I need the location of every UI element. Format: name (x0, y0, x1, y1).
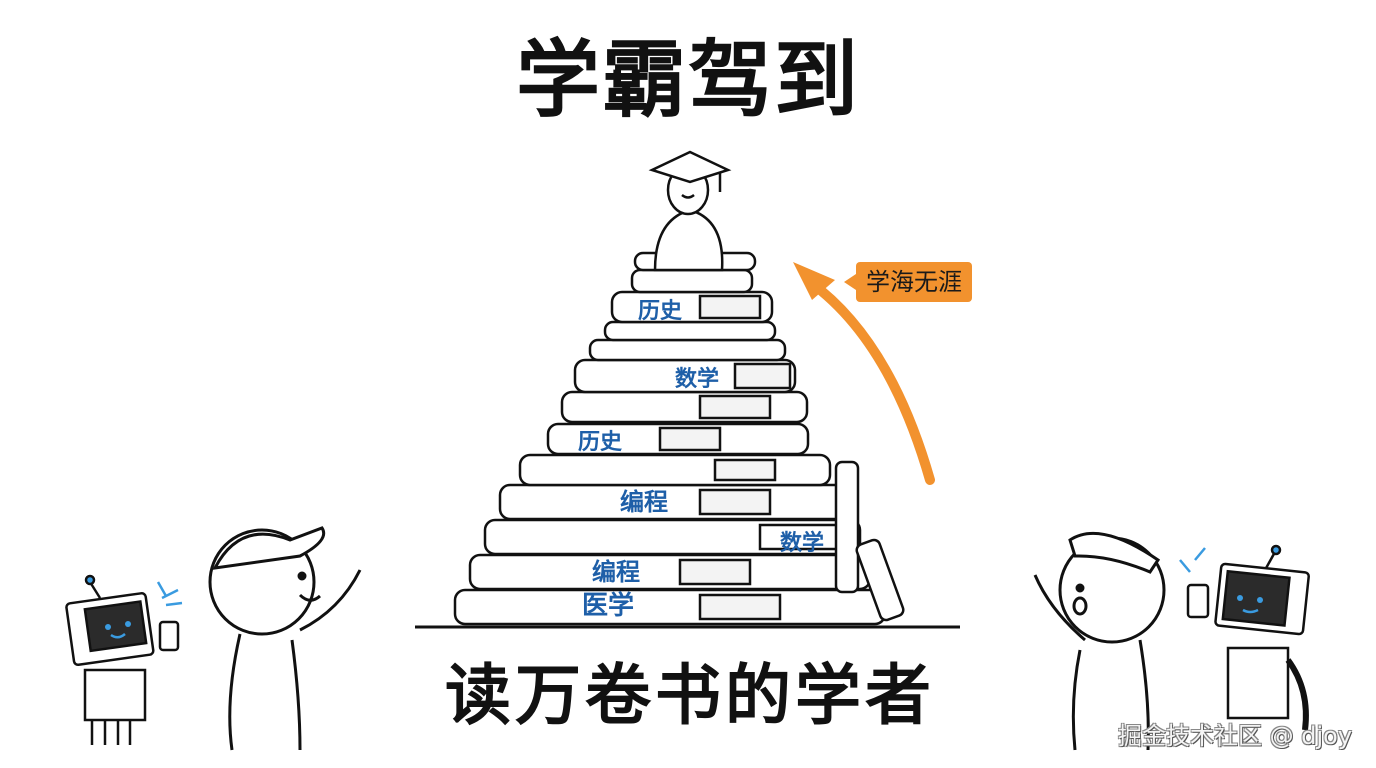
subtitle: 读万卷书的学者 (445, 656, 935, 734)
book-label-history-2: 历史 (578, 430, 623, 455)
watermark: 掘金技术社区 @ djoy (1118, 722, 1353, 750)
page-title: 学霸驾到 (515, 31, 860, 129)
book-label-history-1: 历史 (638, 299, 683, 324)
robot-left (65, 574, 183, 745)
book-label-programming-2: 编程 (592, 558, 640, 586)
arrow-icon (793, 262, 935, 485)
book-label-programming-1: 编程 (620, 488, 668, 516)
book-label-math-2: 数学 (780, 530, 824, 556)
book-labels: 历史 数学 历史 编程 数学 编程 医学 (578, 299, 824, 621)
boy-left (208, 526, 362, 751)
scholar-figure (648, 150, 732, 272)
book-pyramid (453, 251, 905, 626)
book-label-medicine: 医学 (582, 590, 634, 621)
callout-badge: 学海无涯 (844, 262, 972, 302)
robot-right (1179, 544, 1310, 731)
book-label-math-1: 数学 (675, 366, 719, 392)
boy-right (1033, 531, 1166, 751)
